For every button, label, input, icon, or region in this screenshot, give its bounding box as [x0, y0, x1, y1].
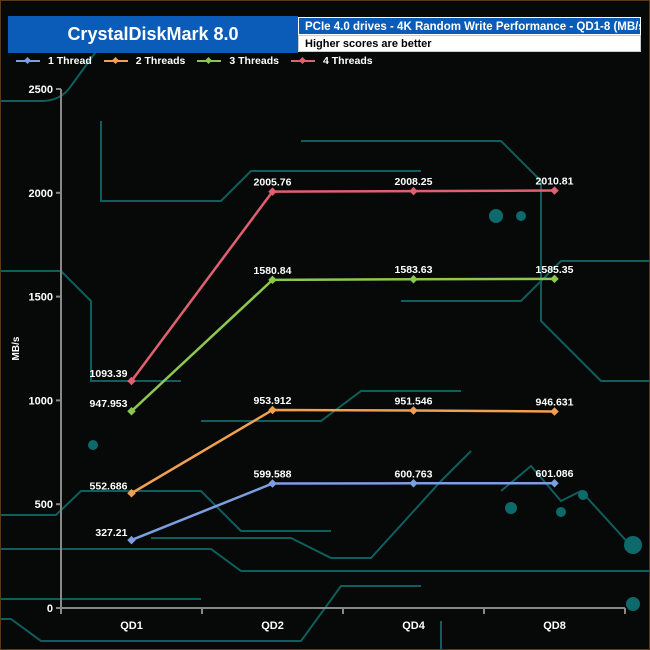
chart-note: Higher scores are better — [298, 35, 641, 52]
data-point — [127, 376, 136, 386]
chart-subtitle: PCIe 4.0 drives - 4K Random Write Perfor… — [298, 17, 641, 35]
legend-label: 2 Threads — [135, 55, 186, 67]
legend-item: 3 Threads — [197, 55, 279, 67]
data-label: 2008.25 — [395, 176, 433, 188]
series-line — [130, 408, 555, 495]
data-point — [550, 186, 559, 195]
legend-item: 4 Threads — [290, 55, 373, 67]
y-axis-label: MB/s — [11, 336, 22, 360]
legend-item: 2 Threads — [103, 55, 186, 67]
y-tick-label: 2000 — [29, 188, 53, 200]
legend-swatch — [16, 60, 40, 62]
series-line — [130, 189, 555, 382]
data-point — [268, 479, 277, 488]
data-label: 599.588 — [254, 469, 292, 481]
legend-label: 1 Thread — [48, 55, 92, 67]
data-label: 1583.63 — [395, 264, 433, 276]
legend: 1 Thread 2 Threads 3 Threads 4 Threads — [16, 55, 373, 67]
data-label: 953.912 — [254, 395, 292, 407]
y-tick-label: 2500 — [29, 84, 53, 96]
legend-label: 3 Threads — [229, 55, 279, 67]
data-point — [268, 405, 277, 415]
data-point — [268, 187, 277, 196]
legend-swatch — [197, 60, 222, 62]
x-tick-label: QD1 — [120, 620, 143, 632]
x-tick-label: QD2 — [261, 620, 284, 632]
data-label: 1580.84 — [254, 265, 292, 277]
data-point — [409, 186, 418, 196]
series-line — [130, 277, 555, 413]
y-tick-label: 1500 — [29, 292, 53, 304]
data-label: 552.686 — [90, 480, 128, 492]
data-label: 1093.39 — [90, 368, 128, 380]
legend-label: 4 Threads — [322, 55, 373, 67]
legend-item: 1 Thread — [16, 55, 92, 67]
data-point — [409, 479, 418, 488]
x-tick-label: QD4 — [402, 620, 426, 632]
data-point — [127, 406, 136, 416]
data-point — [550, 407, 559, 416]
data-label: 600.763 — [395, 468, 433, 480]
chart-title: CrystalDiskMark 8.0 — [8, 16, 298, 53]
data-label: 1585.35 — [536, 264, 574, 276]
data-label: 2005.76 — [254, 177, 292, 189]
data-label: 601.086 — [536, 468, 574, 480]
data-label: 946.631 — [536, 396, 574, 408]
data-label: 951.546 — [395, 395, 433, 407]
legend-swatch — [103, 60, 128, 62]
data-point — [550, 274, 559, 284]
data-point — [268, 275, 277, 285]
data-label: 947.953 — [90, 398, 128, 410]
data-point — [409, 406, 418, 415]
y-tick-label: 1000 — [29, 395, 53, 407]
series-line — [131, 481, 555, 542]
data-point — [127, 535, 136, 545]
data-point — [409, 274, 418, 284]
x-tick-label: QD8 — [543, 620, 566, 632]
data-label: 2010.81 — [536, 176, 574, 188]
data-point — [550, 478, 559, 488]
y-tick-label: 500 — [35, 499, 53, 511]
legend-swatch — [290, 60, 315, 62]
data-point — [127, 489, 136, 498]
data-label: 327.21 — [95, 527, 127, 539]
y-tick-label: 0 — [47, 603, 53, 615]
